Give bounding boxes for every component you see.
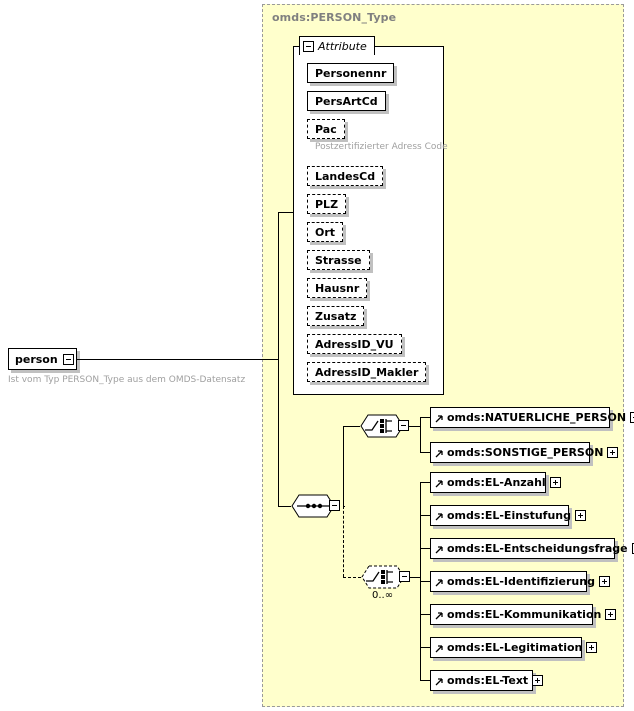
element-ref-arrow-icon — [435, 678, 443, 686]
plus-box-icon[interactable] — [630, 412, 634, 423]
choice-icon — [360, 414, 404, 438]
minus-box-icon[interactable] — [329, 500, 340, 511]
element-ref-arrow-icon — [435, 579, 443, 587]
element-ref-omds-el-legitimation[interactable]: omds:EL-Legitimation — [430, 637, 598, 658]
element-ref-arrow-icon — [435, 513, 443, 521]
attribute-hausnr[interactable]: Hausnr — [307, 278, 368, 298]
element-ref-arrow-icon — [435, 612, 443, 620]
attribute-landescd[interactable]: LandesCd — [307, 166, 384, 186]
attribute-zusatz[interactable]: Zusatz — [307, 306, 365, 326]
attribute-plz[interactable]: PLZ — [307, 194, 347, 214]
attribute-label: Hausnr — [315, 281, 360, 295]
minus-box-icon[interactable] — [398, 420, 409, 431]
attribute-label: Pac — [315, 122, 337, 136]
element-ref-label: omds:EL-Entscheidungsfrage — [447, 542, 628, 555]
element-ref-omds-sonstige-person[interactable]: omds:SONSTIGE_PERSON — [430, 442, 619, 463]
compositor-choice-el[interactable] — [361, 565, 413, 589]
plus-box-icon[interactable] — [607, 447, 619, 458]
element-ref-omds-el-entscheidungsfrage[interactable]: omds:EL-Entscheidungsfrage — [430, 538, 634, 559]
attribute-pac[interactable]: Pac — [307, 119, 345, 139]
element-ref-omds-el-text[interactable]: omds:EL-Text — [430, 670, 544, 691]
minus-box-icon[interactable] — [303, 40, 314, 52]
element-ref-arrow-icon — [435, 645, 443, 653]
element-ref-label: omds:EL-Text — [447, 674, 529, 687]
attribute-personennr[interactable]: Personennr — [307, 63, 395, 83]
attribute-tab-label: Attribute — [318, 39, 367, 53]
attribute-label: AdressID_Makler — [315, 365, 419, 379]
minus-box-icon[interactable] — [63, 353, 74, 365]
attribute-label: PLZ — [315, 197, 339, 211]
plus-box-icon[interactable] — [605, 609, 617, 620]
element-ref-omds-el-identifizierung[interactable]: omds:EL-Identifizierung — [430, 571, 610, 592]
element-person[interactable]: person — [8, 348, 77, 370]
element-ref-label: omds:EL-Identifizierung — [447, 575, 595, 588]
element-ref-arrow-icon — [435, 450, 443, 458]
element-ref-omds-el-einstufung[interactable]: omds:EL-Einstufung — [430, 505, 587, 526]
element-ref-label: omds:EL-Anzahl — [447, 476, 546, 489]
compositor-sequence[interactable] — [291, 494, 343, 518]
attribute-label: Personennr — [315, 66, 387, 80]
attribute-strasse[interactable]: Strasse — [307, 250, 370, 270]
minus-box-icon[interactable] — [399, 571, 410, 582]
plus-box-icon[interactable] — [586, 642, 598, 653]
element-ref-label: omds:EL-Einstufung — [447, 509, 572, 522]
attribute-label: Strasse — [315, 253, 362, 267]
attribute-section-tab[interactable]: Attribute — [299, 36, 375, 55]
attribute-adressid_vu[interactable]: AdressID_VU — [307, 334, 402, 354]
compositor-choice-person[interactable] — [360, 414, 412, 438]
attribute-label: Zusatz — [315, 309, 357, 323]
element-ref-label: omds:SONSTIGE_PERSON — [447, 446, 604, 459]
element-person-label: person — [15, 352, 58, 366]
attribute-label: AdressID_VU — [315, 337, 394, 351]
complextype-title: omds:PERSON_Type — [272, 11, 397, 24]
element-person-annotation: Ist vom Typ PERSON_Type aus dem OMDS-Dat… — [8, 375, 246, 385]
choice-icon — [361, 565, 405, 589]
attribute-persartcd[interactable]: PersArtCd — [307, 91, 386, 111]
attribute-label: Ort — [315, 225, 336, 239]
attribute-label: LandesCd — [315, 169, 376, 183]
plus-box-icon[interactable] — [575, 510, 587, 521]
sequence-icon — [291, 494, 335, 518]
attribute-label: PersArtCd — [315, 94, 378, 108]
element-ref-label: omds:EL-Kommunikation — [447, 608, 602, 621]
attribute-annotation: Postzertifizierter Adress Code — [315, 142, 448, 152]
element-ref-omds-el-kommunikation[interactable]: omds:EL-Kommunikation — [430, 604, 617, 625]
element-ref-label: omds:NATUERLICHE_PERSON — [447, 411, 627, 424]
element-ref-arrow-icon — [435, 480, 443, 488]
element-ref-omds-natuerliche-person[interactable]: omds:NATUERLICHE_PERSON — [430, 407, 634, 428]
element-ref-arrow-icon — [435, 546, 443, 554]
plus-box-icon[interactable] — [549, 477, 561, 488]
element-ref-label: omds:EL-Legitimation — [447, 641, 583, 654]
element-ref-arrow-icon — [435, 415, 443, 423]
element-ref-omds-el-anzahl[interactable]: omds:EL-Anzahl — [430, 472, 561, 493]
plus-box-icon[interactable] — [532, 675, 544, 686]
attribute-adressid_makler[interactable]: AdressID_Makler — [307, 362, 427, 382]
attribute-ort[interactable]: Ort — [307, 222, 344, 242]
plus-box-icon[interactable] — [631, 543, 634, 554]
cardinality-label-choice-el: 0..∞ — [372, 590, 394, 601]
plus-box-icon[interactable] — [598, 576, 610, 587]
